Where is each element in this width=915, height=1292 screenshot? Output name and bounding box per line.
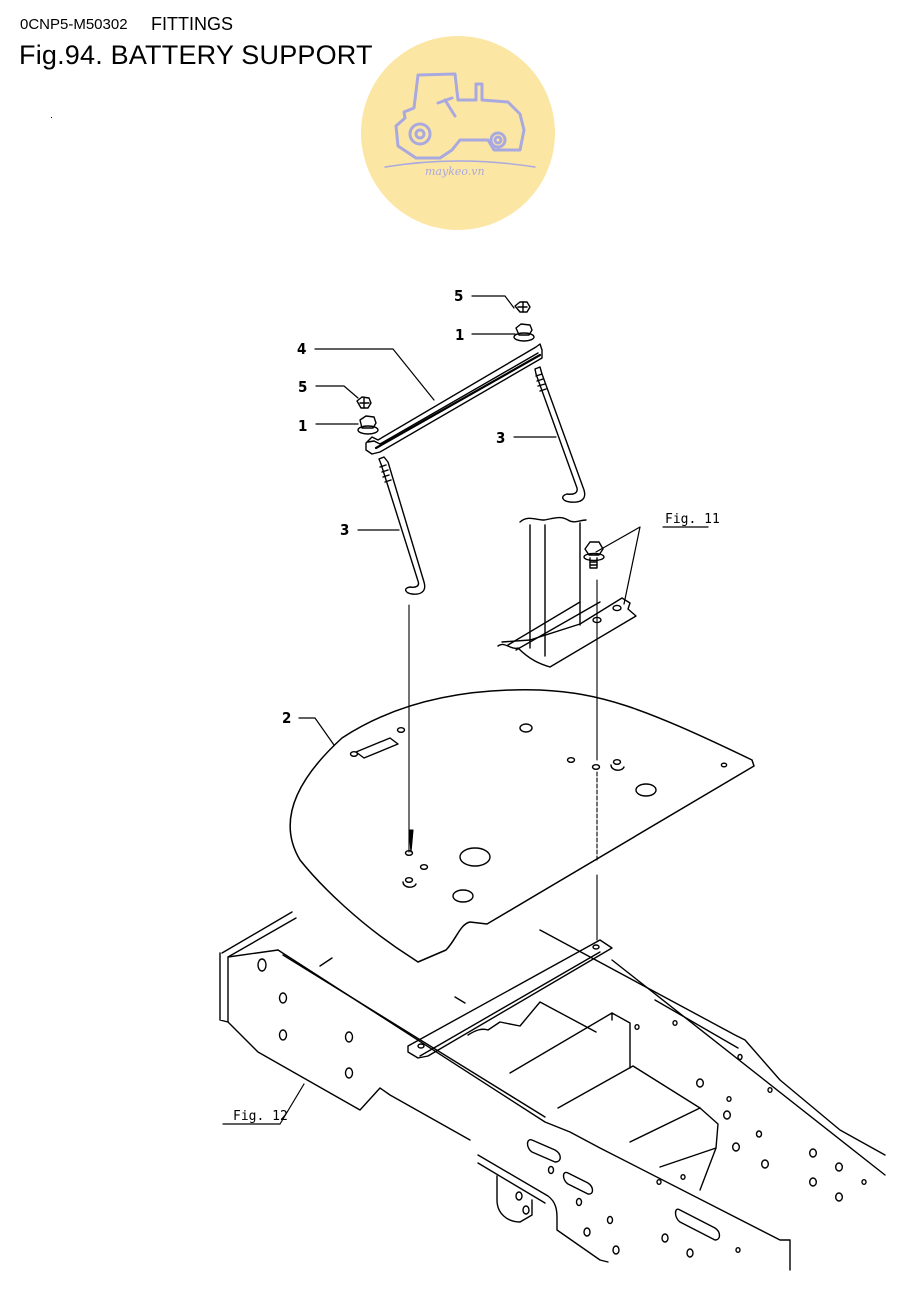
- callout-5-top: 5: [454, 287, 463, 305]
- callout-1-top: 1: [455, 326, 464, 344]
- callout-5-left: 5: [298, 378, 307, 396]
- leader-lines: [222, 295, 709, 1125]
- nut-left: [356, 396, 372, 409]
- ref-fig12: Fig. 12: [233, 1109, 288, 1124]
- callout-1-left: 1: [298, 417, 307, 435]
- tractor-frame-fig12: [219, 911, 886, 1271]
- watermark-text: maykeo.vn: [425, 165, 485, 178]
- battery-support-plate: [289, 689, 755, 963]
- nut-top: [514, 301, 531, 313]
- battery-bracket-fig11: [497, 516, 637, 668]
- callout-2: 2: [282, 709, 291, 727]
- flange-nut-left: [357, 415, 379, 435]
- battery-holder-bar: [365, 343, 543, 455]
- ref-fig11: Fig. 11: [665, 512, 720, 527]
- flange-nut-top: [513, 323, 535, 342]
- callout-3-right: 3: [496, 429, 505, 447]
- section-name: FITTINGS: [151, 14, 233, 34]
- callout-labels: 5 1 4 5 1 3 3 2 Fig. 11 Fig. 12: [233, 287, 720, 1124]
- figure-title: Fig.94. BATTERY SUPPORT: [19, 40, 373, 70]
- tractor-icon: [384, 72, 536, 168]
- callout-3-left: 3: [340, 521, 349, 539]
- j-bolt-right: [534, 366, 586, 503]
- assembly-lines: [408, 579, 598, 941]
- part-code: 0CNP5-M50302: [20, 16, 128, 33]
- watermark: maykeo.vn: [361, 36, 555, 230]
- stray-dot: [51, 117, 52, 118]
- callout-4: 4: [297, 340, 306, 358]
- j-bolt-left: [378, 456, 426, 595]
